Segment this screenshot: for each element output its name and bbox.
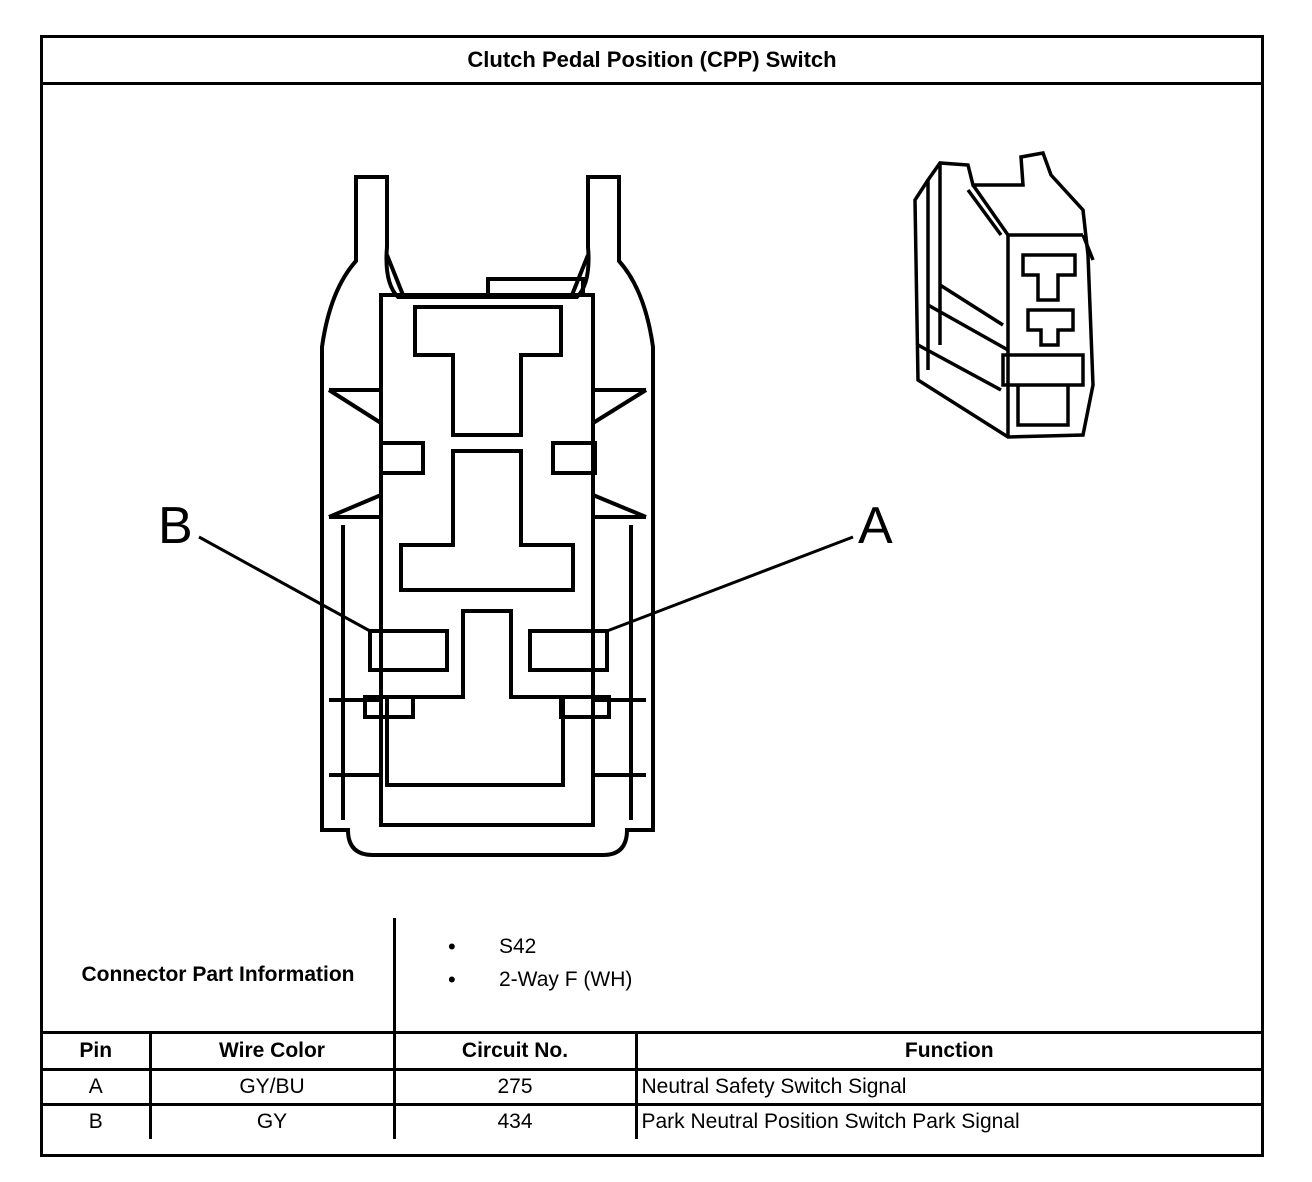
pin-b-label: B xyxy=(158,497,193,555)
pin-b-leader xyxy=(198,535,371,633)
table-header-row: Pin Wire Color Circuit No. Function xyxy=(43,1034,1261,1071)
pin-a-label: A xyxy=(858,497,893,555)
header-pin: Pin xyxy=(43,1034,152,1071)
header-circuit-no: Circuit No. xyxy=(392,1034,638,1071)
list-item: S42 xyxy=(448,930,632,963)
cell-function: Neutral Safety Switch Signal xyxy=(634,1067,1261,1106)
connector-isometric-drawing xyxy=(913,151,1095,439)
connector-sheet: Clutch Pedal Position (CPP) Switch xyxy=(40,35,1264,1157)
cell-pin: B xyxy=(43,1102,152,1139)
header-function: Function xyxy=(634,1034,1261,1071)
connector-diagram: B A xyxy=(158,151,1095,857)
connector-face-drawing xyxy=(320,175,655,857)
pin-b-cavity xyxy=(368,629,449,672)
cell-circuit: 434 xyxy=(392,1102,638,1139)
cell-function: Park Neutral Position Switch Park Signal xyxy=(634,1102,1261,1139)
cell-wire-color: GY xyxy=(148,1102,396,1139)
table-row: B GY 434 Park Neutral Position Switch Pa… xyxy=(43,1102,1261,1139)
table-row: A GY/BU 275 Neutral Safety Switch Signal xyxy=(43,1067,1261,1106)
pin-a-cavity xyxy=(528,629,609,672)
connector-part-info-values: S42 2-Way F (WH) xyxy=(396,918,1261,1034)
pinout-table: Pin Wire Color Circuit No. Function A GY… xyxy=(43,1034,1261,1139)
pin-a-leader xyxy=(606,535,854,633)
header-wire-color: Wire Color xyxy=(148,1034,396,1071)
cell-circuit: 275 xyxy=(392,1067,638,1106)
connector-part-info-label: Connector Part Information xyxy=(43,918,396,1034)
cell-pin: A xyxy=(43,1067,152,1106)
page-title: Clutch Pedal Position (CPP) Switch xyxy=(43,38,1261,85)
connector-part-info-list: S42 2-Way F (WH) xyxy=(448,930,632,996)
list-item: 2-Way F (WH) xyxy=(448,963,632,996)
cell-wire-color: GY/BU xyxy=(148,1067,396,1106)
